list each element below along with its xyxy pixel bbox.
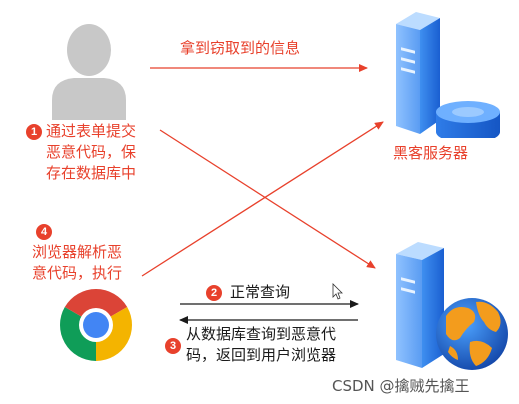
step-1-line: 存在数据库中 (46, 164, 137, 182)
step-2-text: 正常查询 (230, 283, 291, 301)
arrow-browser-to-hacker (141, 121, 384, 277)
user-silhouette-icon (52, 24, 126, 120)
step-1-line: 恶意代码，保 (46, 143, 137, 161)
step-4-line: 意代码，执行 (32, 264, 123, 282)
web-server-icon (396, 242, 508, 370)
step-3-badge: 3 (165, 338, 181, 354)
csdn-watermark: CSDN @擒贼先擒王 (332, 377, 470, 395)
mouse-cursor-icon (332, 283, 343, 300)
top-arrow-label: 拿到窃取到的信息 (180, 39, 301, 57)
step-4-text: 浏览器解析恶 意代码，执行 (32, 242, 122, 284)
step-1-line: 通过表单提交 (46, 122, 137, 140)
step-1-badge: 1 (26, 124, 42, 140)
step-3-line: 从数据库查询到恶意代 (186, 325, 337, 343)
arrow-user-to-webserver (159, 129, 376, 269)
step-1-text: 通过表单提交 恶意代码，保 存在数据库中 (46, 121, 136, 184)
step-4-line: 浏览器解析恶 (32, 243, 123, 261)
step-2-badge: 2 (206, 285, 222, 301)
chrome-browser-icon (59, 289, 133, 361)
step-3-text: 从数据库查询到恶意代 码，返回到用户浏览器 (186, 324, 336, 366)
step-4-badge: 4 (36, 224, 52, 240)
hacker-server-label: 黑客服务器 (393, 144, 469, 162)
hacker-server-icon (396, 12, 500, 138)
step-3-line: 码，返回到用户浏览器 (186, 346, 337, 364)
